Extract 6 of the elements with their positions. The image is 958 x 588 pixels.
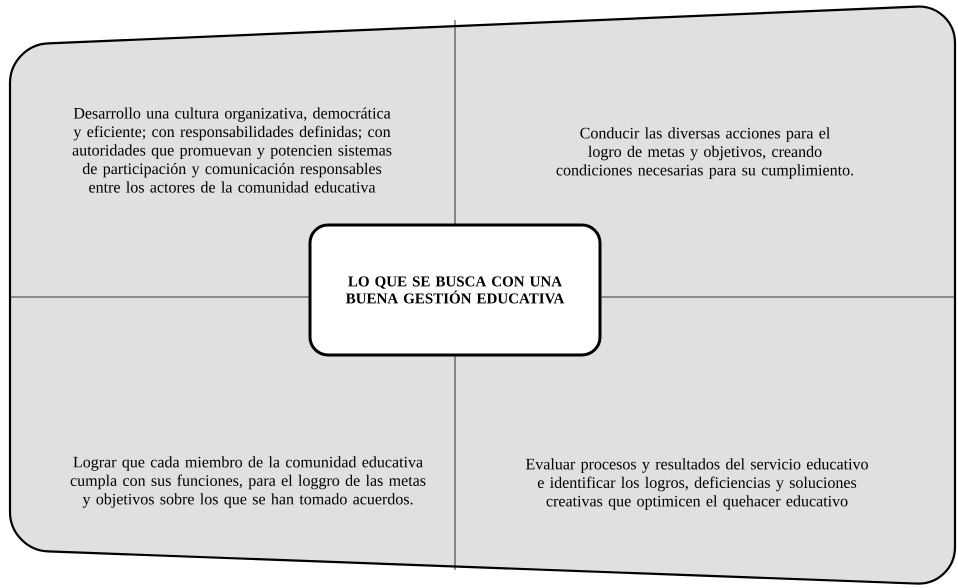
quadrant-text: Lograr que cada miembro de la comunidad educativa cumpla con sus funciones, para el loggro de las metas y objetivos sobre los que se han tomado acuerdos. — [70, 456, 426, 508]
quadrant-text: Evaluar procesos y resultados del servicio educativo e identificar los logros, deficiencias y soluciones creativas que optimicen el quehacer educativo — [526, 458, 868, 510]
quadrant-text: Conducir las diversas acciones para el logro de metas y objetivos, creando condiciones necesarias para su cumplimiento. — [556, 127, 854, 179]
quadrant-panel — [8, 6, 956, 585]
quadrant-text: Desarrollo una cultura organizativa, democrática y eficiente; con responsabilidades definidas; con autoridades que promuevan y potencien sistemas de participación y comunicación responsables entre los actores de la comunidad educativa — [72, 107, 392, 193]
center-box: LO QUE SE BUSCA CON UNA BUENA GESTIÓN EDUCATIVA — [308, 224, 602, 356]
